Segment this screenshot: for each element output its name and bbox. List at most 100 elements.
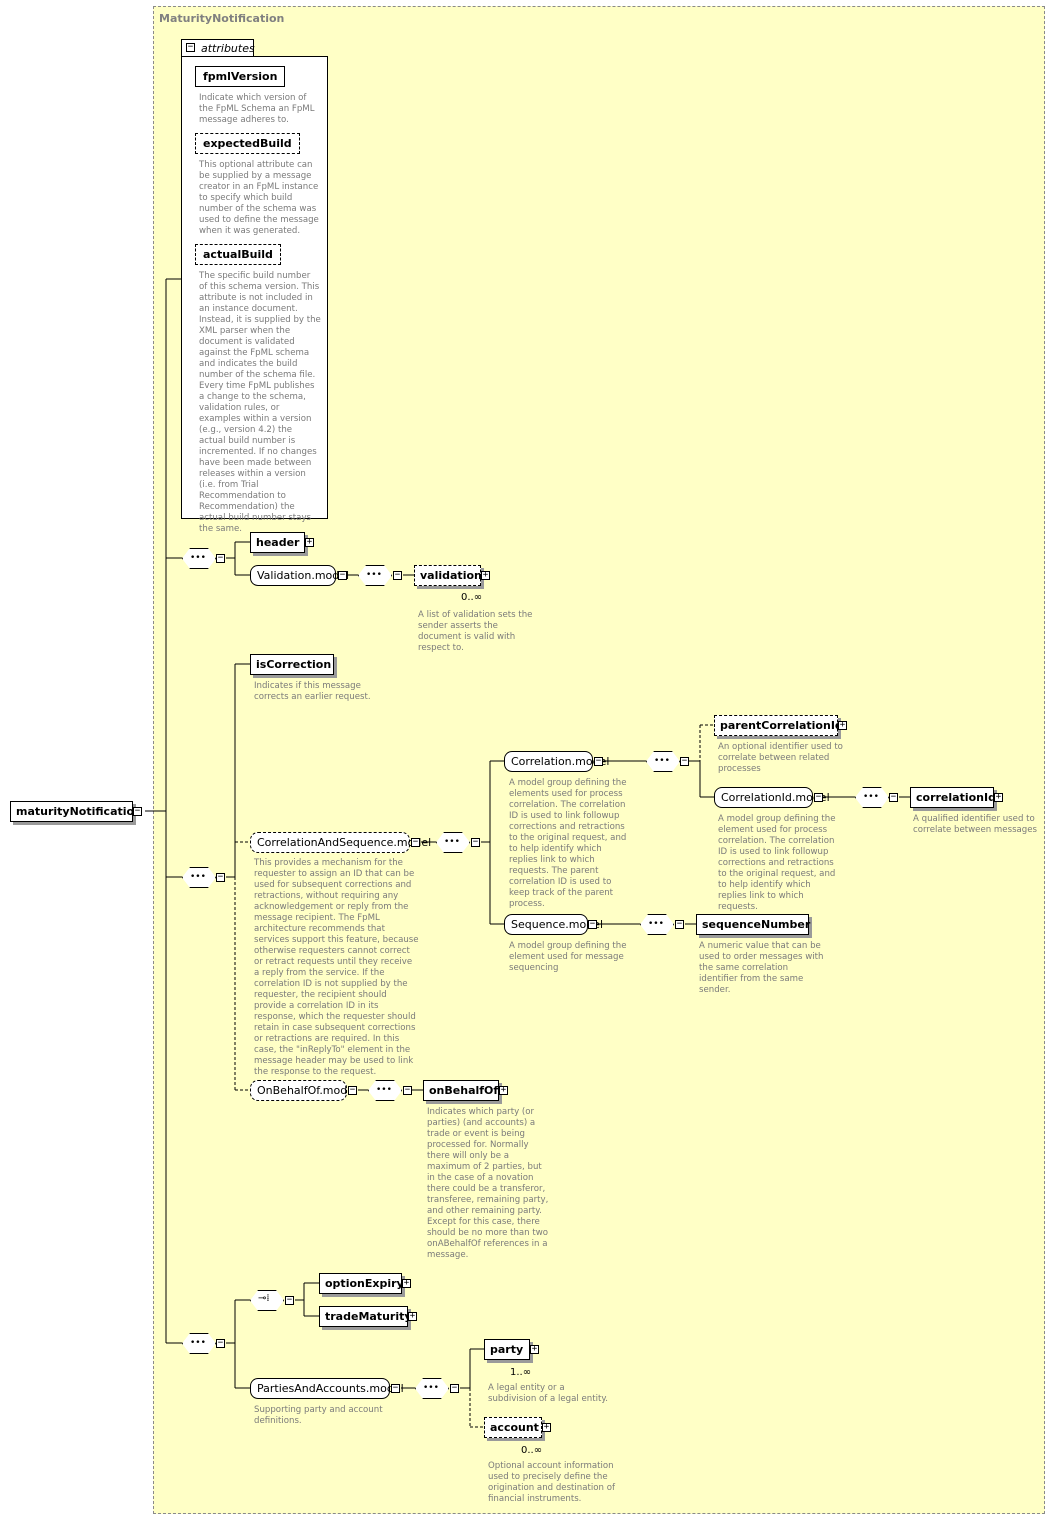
root-element-box[interactable]: maturityNotification: [10, 801, 142, 822]
attribute-name: expectedBuild: [203, 137, 292, 150]
collapse-icon[interactable]: −: [285, 1295, 294, 1305]
element-description: A numeric value that can be used to orde…: [699, 941, 824, 995]
collapse-icon[interactable]: −: [393, 570, 402, 580]
collapse-icon[interactable]: −: [594, 756, 603, 766]
expand-icon[interactable]: +: [838, 720, 847, 730]
element-optionExpiry[interactable]: optionExpiry: [319, 1273, 404, 1294]
expand-icon[interactable]: +: [402, 1278, 411, 1288]
element-party[interactable]: party: [484, 1339, 530, 1360]
attribute-fpmlVersion[interactable]: fpmlVersion: [195, 66, 286, 87]
element-description: An optional identifier used to correlate…: [718, 742, 843, 774]
group-label: Sequence.model: [511, 918, 604, 931]
sequence-icon: •••: [366, 570, 382, 580]
element-description: A legal entity or a subdivision of a leg…: [488, 1383, 608, 1404]
expand-icon[interactable]: +: [499, 1085, 508, 1095]
group-description: This provides a mechanism for the reques…: [254, 858, 419, 1077]
element-account[interactable]: account: [484, 1417, 542, 1438]
root-element-label: maturityNotification: [16, 805, 142, 818]
sequence-compositor: [182, 548, 216, 569]
attribute-expectedBuild[interactable]: expectedBuild: [195, 133, 300, 154]
collapse-icon[interactable]: −: [216, 872, 225, 882]
element-label: correlationId: [916, 791, 996, 804]
group-label: OnBehalfOf.model: [257, 1084, 358, 1097]
choice-compositor: [250, 1290, 284, 1311]
element-description: A qualified identifier used to correlate…: [913, 814, 1038, 835]
collapse-icon[interactable]: −: [216, 553, 225, 563]
choice-icon: ⊸⁞: [258, 1293, 270, 1304]
expand-icon[interactable]: +: [305, 537, 314, 547]
group-description: A model group defining the element used …: [718, 814, 836, 912]
collapse-icon[interactable]: −: [348, 1085, 357, 1095]
element-onBehalfOf[interactable]: onBehalfOf: [423, 1080, 499, 1101]
group-correlation-model[interactable]: Correlation.model: [504, 751, 609, 772]
element-label: isCorrection: [256, 658, 332, 671]
sequence-icon: •••: [654, 756, 670, 766]
group-correlation-and-sequence-model[interactable]: CorrelationAndSequence.model: [250, 832, 431, 853]
sequence-icon: •••: [863, 792, 879, 802]
group-label: CorrelationId.model: [721, 791, 830, 804]
collapse-icon[interactable]: −: [403, 1085, 412, 1095]
expand-icon[interactable]: +: [408, 1311, 417, 1321]
collapse-icon[interactable]: −: [133, 806, 142, 816]
expand-icon[interactable]: +: [542, 1422, 551, 1432]
element-description: Optional account information used to pre…: [488, 1461, 615, 1504]
element-label: onBehalfOf: [429, 1084, 499, 1097]
attributes-tab-label: attributes: [201, 42, 255, 55]
element-correlationId[interactable]: correlationId: [910, 787, 996, 808]
attributes-tab: attributes: [181, 39, 255, 57]
element-validation[interactable]: validation: [414, 565, 482, 586]
sequence-compositor: [436, 832, 470, 853]
sequence-icon: •••: [444, 837, 460, 847]
element-header[interactable]: header: [250, 532, 305, 553]
attribute-name: actualBuild: [203, 248, 273, 261]
group-validation-model[interactable]: Validation.model: [250, 565, 349, 586]
collapse-icon[interactable]: −: [814, 792, 823, 802]
attribute-actualBuild[interactable]: actualBuild: [195, 244, 281, 265]
collapse-icon[interactable]: −: [216, 1338, 225, 1348]
element-label: parentCorrelationId: [720, 719, 843, 732]
group-correlationId-model[interactable]: CorrelationId.model: [714, 787, 830, 808]
group-label: PartiesAndAccounts.model: [257, 1382, 404, 1395]
diagram-title: MaturityNotification: [159, 12, 285, 25]
element-tradeMaturity[interactable]: tradeMaturity: [319, 1306, 412, 1327]
collapse-icon[interactable]: −: [680, 756, 689, 766]
attributes-collapse-icon[interactable]: −: [186, 42, 195, 52]
sequence-compositor: [855, 787, 889, 808]
sequence-icon: •••: [190, 553, 206, 563]
element-label: header: [256, 536, 300, 549]
element-isCorrection[interactable]: isCorrection: [250, 654, 334, 675]
group-label: Validation.model: [257, 569, 350, 582]
element-description: Indicates which party (or parties) (and …: [427, 1107, 549, 1260]
group-sequence-model[interactable]: Sequence.model: [504, 914, 603, 935]
sequence-icon: •••: [648, 919, 664, 929]
element-parentCorrelationId[interactable]: parentCorrelationId: [714, 715, 843, 736]
expand-icon[interactable]: +: [481, 570, 490, 580]
collapse-icon[interactable]: −: [471, 837, 480, 847]
group-description: Supporting party and account definitions…: [254, 1405, 383, 1426]
group-onBehalfOf-model[interactable]: OnBehalfOf.model: [250, 1080, 357, 1101]
element-label: optionExpiry: [325, 1277, 404, 1290]
element-description: Indicates if this message corrects an ea…: [254, 681, 371, 702]
group-parties-and-accounts-model[interactable]: PartiesAndAccounts.model: [250, 1378, 404, 1399]
sequence-compositor: [182, 1333, 216, 1354]
collapse-icon[interactable]: −: [675, 919, 684, 929]
collapse-icon[interactable]: −: [411, 837, 420, 847]
attribute-description: The specific build number of this schema…: [199, 271, 321, 534]
sequence-compositor: [640, 914, 674, 935]
expand-icon[interactable]: +: [994, 792, 1003, 802]
group-label: Correlation.model: [511, 755, 610, 768]
group-description: A model group defining the element used …: [509, 941, 627, 973]
cardinality: 0..∞: [521, 1445, 543, 1456]
collapse-icon[interactable]: −: [450, 1383, 459, 1393]
collapse-icon[interactable]: −: [338, 570, 347, 580]
expand-icon[interactable]: +: [530, 1344, 539, 1354]
collapse-icon[interactable]: −: [588, 919, 597, 929]
element-label: party: [490, 1343, 524, 1356]
collapse-icon[interactable]: −: [889, 792, 898, 802]
sequence-compositor: [182, 867, 216, 888]
collapse-icon[interactable]: −: [391, 1383, 400, 1393]
element-label: validation: [420, 569, 482, 582]
element-description: A list of validation sets the sender ass…: [418, 610, 533, 653]
element-sequenceNumber[interactable]: sequenceNumber: [696, 914, 810, 935]
